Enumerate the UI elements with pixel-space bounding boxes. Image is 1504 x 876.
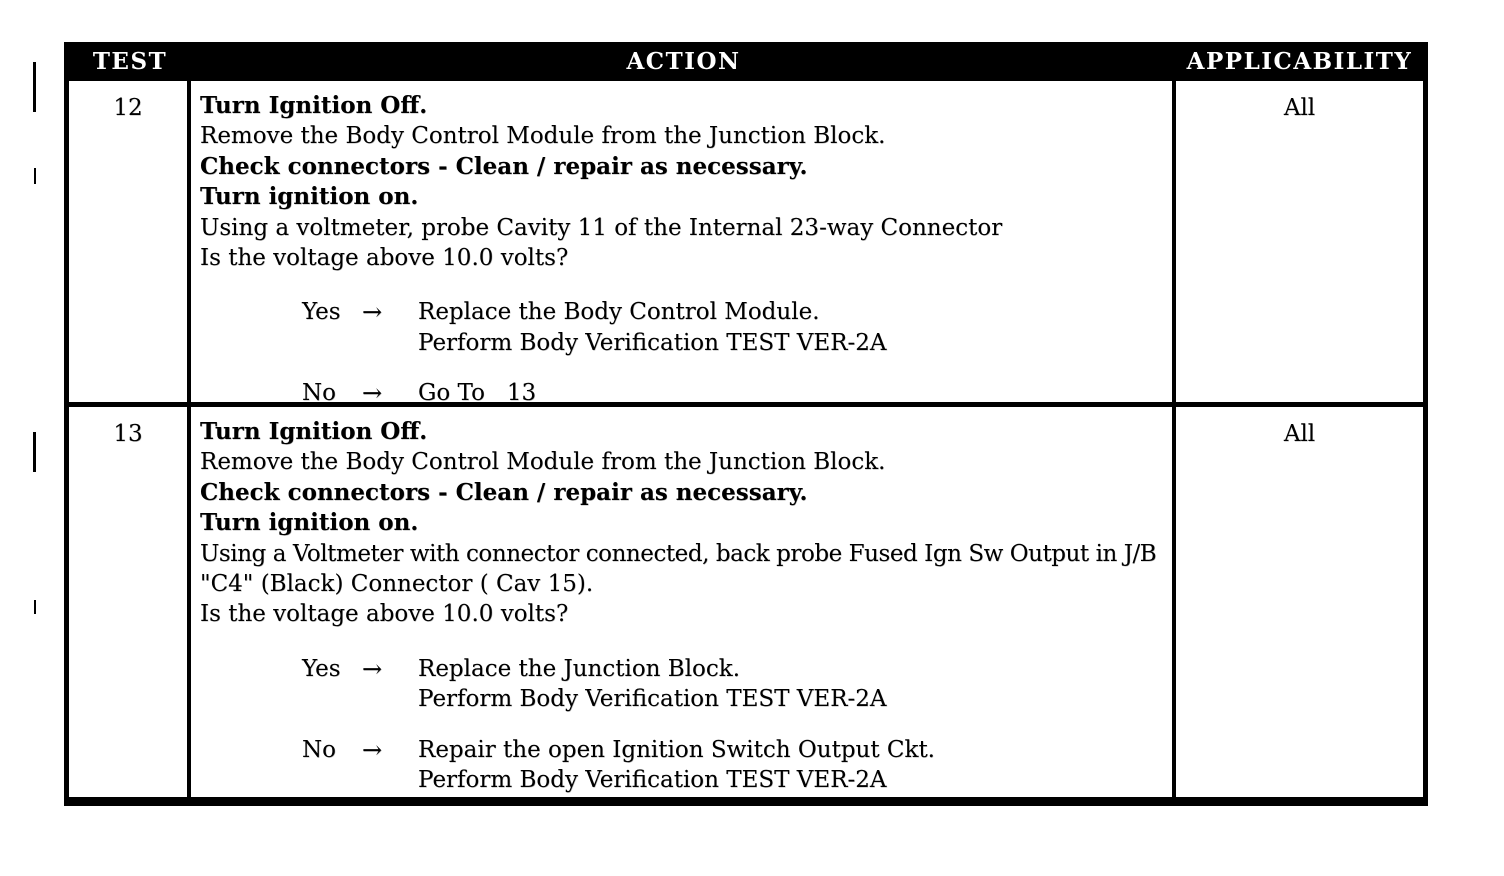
action-line: Remove the Body Control Module from the … — [200, 449, 886, 476]
action-line: Is the voltage above 10.0 volts? — [200, 601, 569, 628]
applicability-cell: All — [1283, 421, 1316, 447]
action-cell: Turn Ignition Off. Remove the Body Contr… — [191, 407, 1176, 797]
action-line: Check connectors - Clean / repair as nec… — [200, 478, 808, 506]
action-line: Using a Voltmeter with connector connect… — [200, 540, 1157, 567]
arrow-right-icon: → — [362, 735, 383, 764]
branch-no: No → Repair the open Ignition Switch Out… — [302, 735, 1168, 796]
diagnostic-test-table: TEST ACTION APPLICABILITY 12 Turn Igniti… — [64, 42, 1428, 806]
branch-yes: Yes → Replace the Body Control Module. P… — [302, 297, 1168, 358]
table-row-test-12: 12 Turn Ignition Off. Remove the Body Co… — [69, 81, 1423, 407]
branch-result-line: Perform Body Verification TEST VER-2A — [418, 686, 887, 713]
branch-result: Replace the Junction Block. Perform Body… — [418, 654, 1168, 715]
branch-result-line: Replace the Junction Block. — [418, 655, 741, 682]
column-header-action: ACTION — [626, 48, 741, 75]
scan-artifact — [33, 432, 36, 472]
action-line: Turn Ignition Off. — [200, 92, 428, 119]
branch-label: Yes — [302, 299, 341, 326]
branch-result: Replace the Body Control Module. Perform… — [418, 297, 1168, 358]
action-line: Is the voltage above 10.0 volts? — [200, 245, 569, 272]
applicability-cell: All — [1283, 95, 1316, 121]
column-header-test: TEST — [92, 48, 168, 75]
branch-result-line: Go To 13 — [418, 380, 537, 402]
test-number: 12 — [69, 81, 191, 402]
action-line: Turn ignition on. — [200, 509, 419, 537]
scan-artifact — [34, 600, 36, 614]
branch-result-line: Repair the open Ignition Switch Output C… — [418, 736, 935, 763]
branch-result: Go To 13 — [418, 378, 1168, 402]
arrow-right-icon: → — [362, 379, 383, 402]
branch-result-line: Replace the Body Control Module. — [418, 299, 820, 326]
action-line: Turn ignition on. — [200, 183, 419, 211]
scan-artifact — [34, 168, 36, 184]
branch-no: No → Go To 13 — [302, 378, 1168, 402]
action-line: Check connectors - Clean / repair as nec… — [200, 152, 808, 180]
column-header-applicability: APPLICABILITY — [1186, 48, 1413, 75]
action-line: Remove the Body Control Module from the … — [200, 123, 886, 150]
action-cell: Turn Ignition Off. Remove the Body Contr… — [191, 81, 1176, 402]
scan-artifact — [33, 62, 36, 112]
branch-label: No — [302, 736, 336, 763]
action-line: Turn Ignition Off. — [200, 418, 428, 445]
action-line: Using a voltmeter, probe Cavity 11 of th… — [200, 214, 1003, 241]
arrow-right-icon: → — [362, 654, 383, 683]
branch-result-line: Perform Body Verification TEST VER-2A — [418, 767, 887, 794]
table-header-row: TEST ACTION APPLICABILITY — [69, 42, 1423, 81]
branch-yes: Yes → Replace the Junction Block. Perfor… — [302, 654, 1168, 715]
branch-label: No — [302, 380, 336, 402]
test-number: 13 — [69, 407, 191, 797]
action-line: "C4" (Black) Connector ( Cav 15). — [200, 571, 594, 598]
table-row-test-13: 13 Turn Ignition Off. Remove the Body Co… — [69, 407, 1423, 797]
arrow-right-icon: → — [362, 298, 383, 327]
branch-result-line: Perform Body Verification TEST VER-2A — [418, 329, 887, 356]
branch-result: Repair the open Ignition Switch Output C… — [418, 735, 1168, 796]
branch-label: Yes — [302, 655, 341, 682]
